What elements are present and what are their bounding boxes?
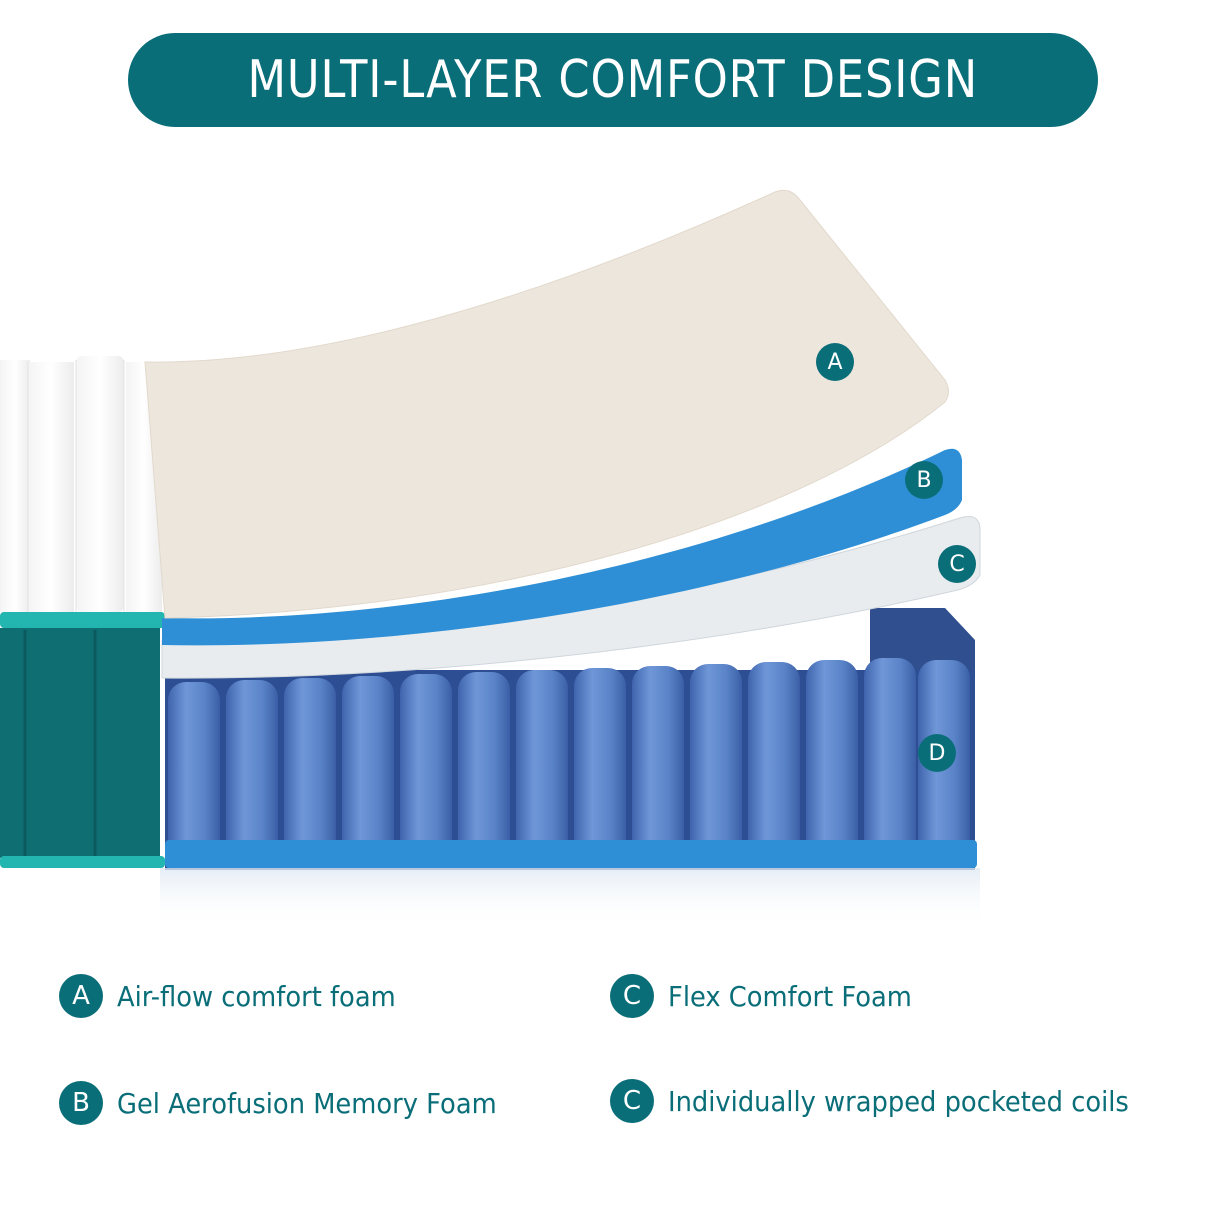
legend-badge: C (610, 1079, 654, 1123)
title-banner: MULTI-LAYER COMFORT DESIGN (128, 33, 1098, 127)
legend-badge: A (59, 974, 103, 1018)
layer-badge-b: B (905, 461, 943, 499)
legend-item-a: A Air-flow comfort foam (59, 974, 420, 1018)
legend-label: Air-flow comfort foam (117, 979, 396, 1013)
legend-badge: B (59, 1081, 103, 1125)
legend-item-c: C Flex Comfort Foam (610, 974, 933, 1018)
layer-badge-c: C (938, 545, 976, 583)
layer-a (144, 189, 949, 619)
layer-badge-a: A (816, 343, 854, 381)
legend-badge: C (610, 974, 654, 1018)
coil-layer (160, 608, 980, 928)
page-title: MULTI-LAYER COMFORT DESIGN (247, 50, 979, 110)
mattress-side-panel (0, 612, 165, 868)
legend-label: Flex Comfort Foam (668, 979, 912, 1013)
legend-label: Gel Aerofusion Memory Foam (117, 1086, 497, 1120)
layer-b (162, 448, 962, 646)
legend-item-b: B Gel Aerofusion Memory Foam (59, 1081, 530, 1125)
legend-item-d: C Individually wrapped pocketed coils (610, 1079, 1169, 1123)
legend-label: Individually wrapped pocketed coils (668, 1084, 1129, 1118)
layer-badge-d: D (918, 734, 956, 772)
mattress-top-cover (0, 356, 162, 612)
